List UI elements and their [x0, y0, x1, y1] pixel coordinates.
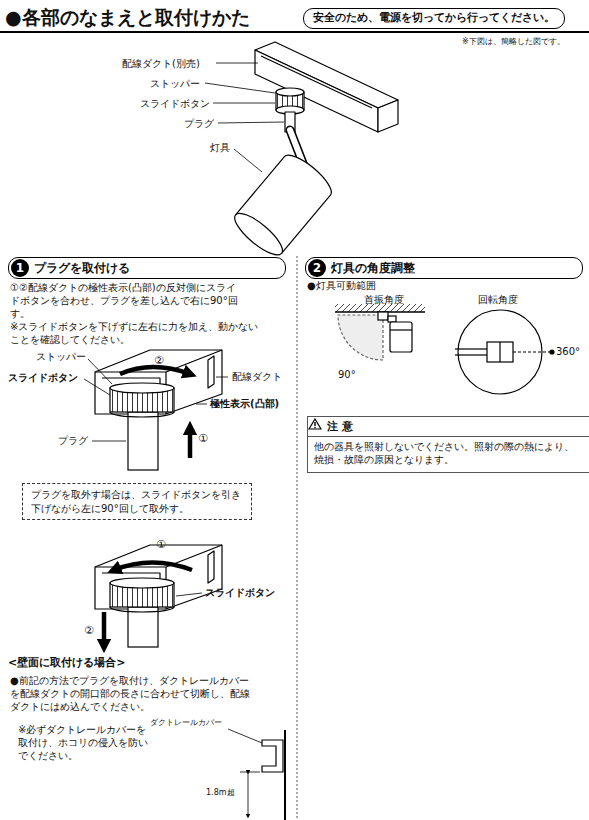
section-title: 灯具の角度調整 — [331, 260, 415, 276]
note-text: ※スライドボタンを下げずに左右に力を加え、動かないことを確認してください。 — [10, 320, 260, 346]
figure-caption: 回転角度 — [478, 293, 518, 306]
part-name: 配線ダクト — [232, 370, 282, 383]
note-text: プラグを取外す場合は、スライドボタンを引き下げながら左に90°回して取外す。 — [31, 489, 241, 514]
callout-number: ① — [198, 432, 208, 446]
callout-number: ② — [154, 354, 164, 368]
note-text: ※必ずダクトレールカバーを取付け、ホコリの侵入を防いでください。 — [18, 723, 150, 762]
warning-icon — [308, 418, 322, 430]
part-name: 配線ダクト(別売) — [122, 57, 200, 70]
product-illustration — [205, 42, 398, 261]
callout-number: ② — [84, 624, 94, 638]
detach-illustration — [95, 545, 222, 647]
safety-notice-box: 安全のため、電源を切ってから行ってください。 — [303, 8, 565, 29]
instruction-text: ①②配線ダクトの極性表示(凸部)の反対側にスライドボタンを合わせ、プラグを差し込… — [10, 281, 242, 320]
column-divider — [297, 256, 298, 820]
footnote: ※下図は、簡略した図です。 — [462, 37, 565, 47]
part-name: プラグ — [58, 434, 88, 447]
part-name: 灯具 — [210, 141, 230, 154]
removal-note-box: プラグを取外す場合は、スライドボタンを引き下げながら左に90°回して取外す。 — [22, 483, 252, 520]
part-name: プラグ — [184, 117, 214, 130]
figure-caption: 首振角度 — [364, 293, 404, 306]
section-header: 1 プラグを取付ける — [8, 257, 286, 279]
attach-illustration — [84, 350, 228, 470]
instruction-text: ●前記の方法でプラグを取付け、ダクトレールカバーを配線ダクトの開口部の長さに合わ… — [10, 674, 250, 713]
part-name: ストッパー — [36, 350, 86, 363]
note-text: 安全のため、電源を切ってから行ってください。 — [313, 11, 555, 24]
page-title: ●各部のなまえと取付けかた — [5, 5, 250, 31]
section-title: プラグを取付ける — [34, 260, 130, 276]
swing-angle-illustration — [335, 304, 425, 360]
step-number: 2 — [308, 259, 326, 277]
subheading: ●灯具可動範囲 — [307, 279, 376, 292]
caution-box: 注 意他の器具を照射しないでください。照射の際の熱により、焼損・故障の原因となり… — [307, 416, 589, 473]
part-name: スライドボタン — [140, 97, 210, 110]
step-number: 1 — [11, 259, 29, 277]
subheading: <壁面に取付ける場合> — [8, 656, 125, 670]
part-name: ストッパー — [150, 77, 200, 90]
angle-value: 360° — [556, 345, 580, 358]
wall-mount-illustration — [228, 729, 285, 820]
dimension: 1.8m超 — [206, 788, 235, 798]
part-name: スライドボタン — [205, 586, 275, 599]
part-name: スライドボタン — [8, 371, 78, 384]
title-rule — [0, 31, 589, 33]
callout-number: ① — [156, 538, 166, 552]
caution-header: 注 意 — [308, 417, 589, 437]
rotation-angle-illustration — [455, 310, 554, 394]
part-name: 極性表示(凸部) — [210, 397, 279, 410]
caution-text: 他の器具を照射しないでください。照射の際の熱により、焼損・故障の原因となります。 — [308, 437, 589, 472]
caution-heading: 注 意 — [327, 420, 353, 433]
angle-value: 90° — [338, 368, 356, 381]
part-name: ダクトレールカバー — [150, 718, 222, 728]
section-header: 2 灯具の角度調整 — [305, 257, 583, 279]
